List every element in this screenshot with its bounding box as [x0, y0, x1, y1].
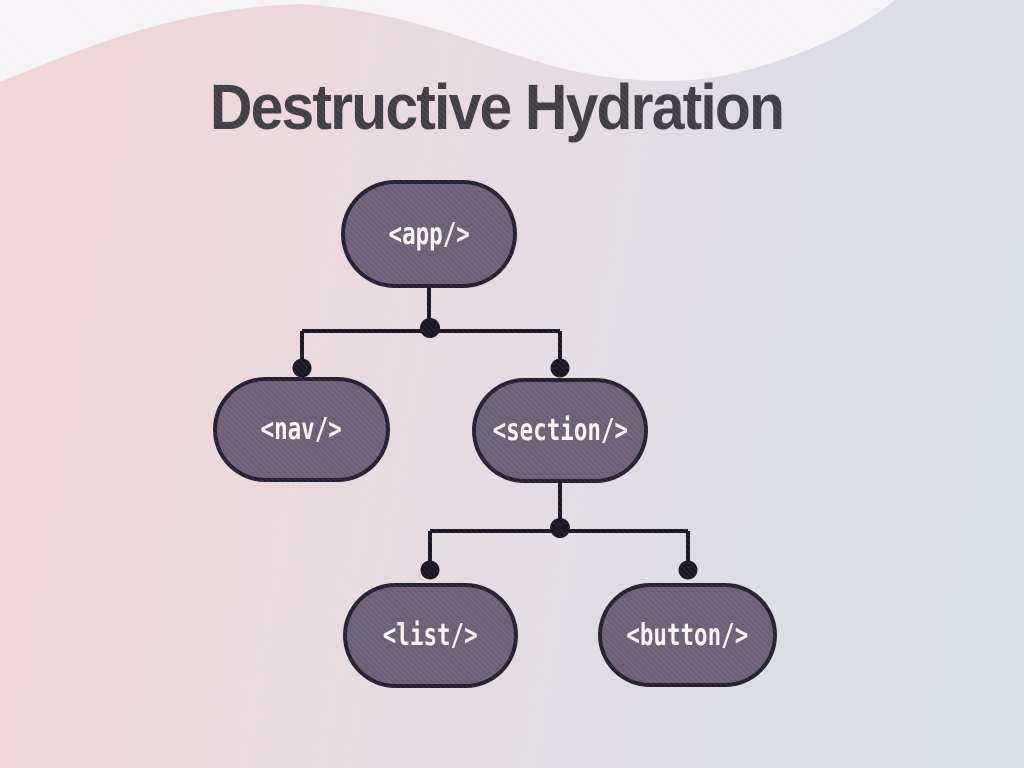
tree-node-app: <app/> [341, 180, 517, 288]
anchor-dot-nav [292, 358, 312, 378]
anchor-dot-section [550, 358, 570, 378]
node-label-section: <section/> [492, 413, 628, 448]
node-label-app: <app/> [388, 216, 470, 252]
tree-node-section: <section/> [472, 378, 648, 483]
page-title: Destructive Hydration [0, 71, 1024, 143]
junction-dot-app [420, 318, 440, 338]
tree-node-button: <button/> [598, 583, 777, 687]
tree-node-list: <list/> [343, 583, 518, 688]
node-label-nav: <nav/> [260, 412, 343, 447]
anchor-dot-button [678, 560, 698, 580]
wave-path [0, 0, 895, 82]
node-label-list: <list/> [383, 618, 478, 653]
tree-node-nav: <nav/> [213, 377, 390, 482]
node-label-button: <button/> [626, 617, 749, 653]
page-title-text: Destructive Hydration [210, 71, 785, 143]
anchor-dot-list [420, 560, 440, 580]
junction-dot-section [550, 518, 570, 538]
